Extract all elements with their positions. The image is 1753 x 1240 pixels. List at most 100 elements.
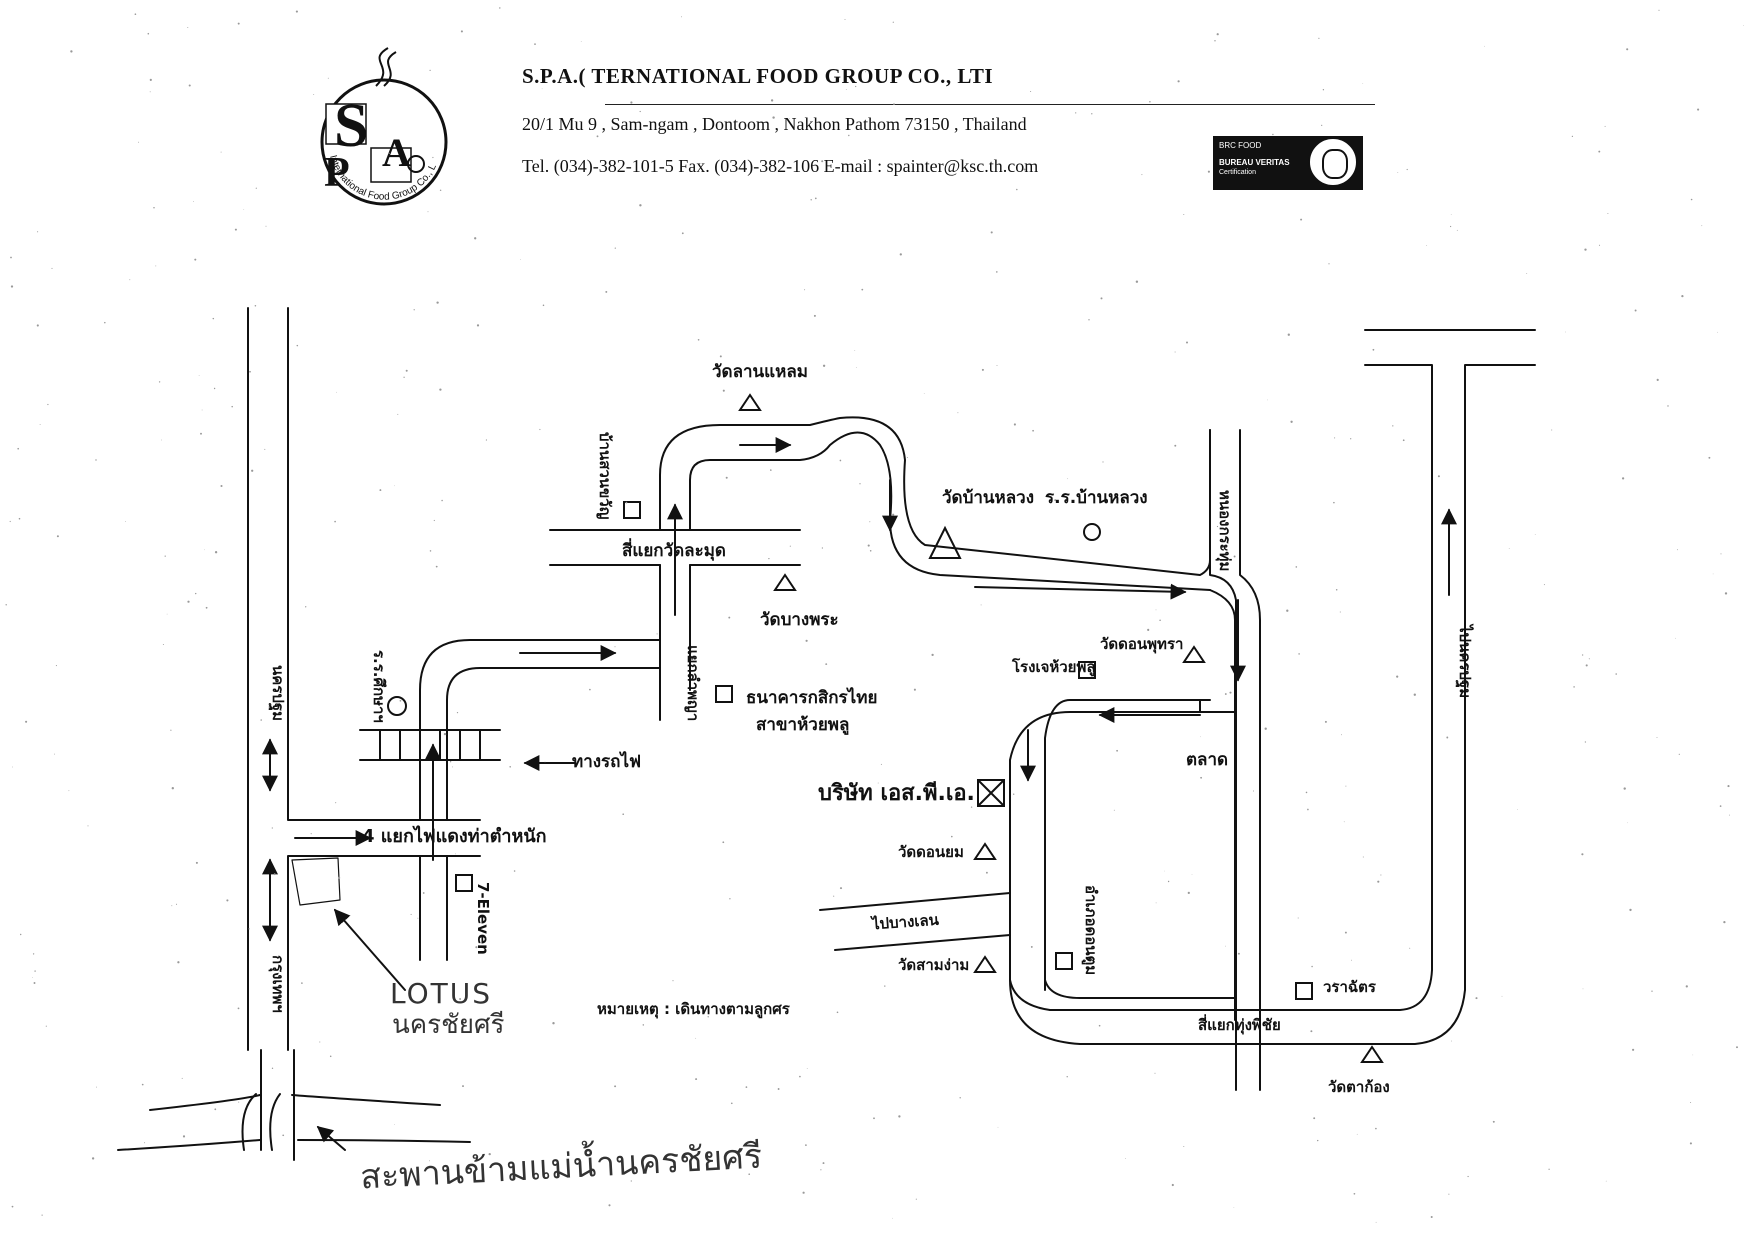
temple-icon bbox=[738, 393, 762, 411]
speckle bbox=[681, 232, 684, 235]
speckle bbox=[248, 928, 250, 930]
speckle bbox=[1681, 294, 1684, 298]
speckle bbox=[1300, 218, 1303, 221]
speckle bbox=[770, 99, 774, 102]
speckle bbox=[1030, 945, 1033, 948]
speckle bbox=[175, 903, 178, 905]
speckle bbox=[476, 324, 480, 327]
speckle bbox=[1692, 1054, 1694, 1056]
speckle bbox=[51, 267, 53, 269]
speckle bbox=[1174, 444, 1177, 447]
speckle bbox=[32, 953, 35, 955]
speckle bbox=[1584, 248, 1587, 251]
speckle bbox=[1615, 673, 1617, 675]
speckle bbox=[170, 729, 172, 731]
speckle bbox=[271, 1067, 274, 1069]
speckle bbox=[296, 344, 299, 347]
speckle bbox=[745, 1086, 748, 1088]
speckle bbox=[1623, 787, 1626, 790]
speckle bbox=[1450, 214, 1452, 215]
speckle bbox=[394, 485, 395, 487]
speckle bbox=[1200, 776, 1203, 779]
speckle bbox=[1585, 664, 1588, 667]
speckle bbox=[1484, 45, 1485, 47]
speckle bbox=[1272, 133, 1274, 136]
speckle bbox=[181, 1077, 183, 1079]
speckle bbox=[845, 88, 847, 90]
speckle bbox=[417, 917, 419, 919]
speckle bbox=[238, 1101, 240, 1103]
speckle bbox=[204, 549, 206, 551]
speckle bbox=[804, 289, 806, 291]
speckle bbox=[295, 10, 298, 13]
speckle bbox=[187, 600, 190, 603]
speckle bbox=[656, 633, 658, 635]
speckle bbox=[388, 152, 390, 154]
speckle bbox=[226, 899, 229, 902]
speckle bbox=[39, 423, 41, 425]
speckle bbox=[205, 606, 208, 609]
road-to-bang-len bbox=[819, 892, 1011, 951]
speckle bbox=[462, 1085, 464, 1088]
speckle bbox=[1333, 501, 1335, 504]
speckle bbox=[265, 225, 267, 227]
speckle bbox=[542, 304, 545, 307]
speckle bbox=[552, 1022, 555, 1025]
speckle bbox=[427, 211, 429, 213]
speckle bbox=[95, 459, 97, 461]
cert-line1: BRC FOOD bbox=[1219, 141, 1262, 150]
temple-icon bbox=[773, 573, 797, 591]
label-wat-tha-kong: วัดตาก้อง bbox=[1328, 1078, 1390, 1096]
speckle bbox=[187, 27, 189, 28]
label-yaek-lamphaya: แยกลำพญา bbox=[684, 645, 702, 722]
label-wat-don-phutsa: วัดดอนพุทรา bbox=[1100, 635, 1184, 653]
speckle bbox=[1701, 225, 1703, 227]
speckle bbox=[1237, 952, 1240, 955]
speckle bbox=[1233, 555, 1236, 558]
speckle bbox=[1266, 399, 1268, 401]
speckle bbox=[839, 887, 843, 890]
speckle bbox=[814, 197, 817, 200]
speckle bbox=[923, 393, 925, 395]
speckle bbox=[214, 1108, 217, 1111]
speckle bbox=[839, 459, 842, 462]
speckle bbox=[104, 321, 106, 324]
speckle bbox=[1295, 566, 1298, 568]
railway bbox=[359, 729, 501, 761]
speckle bbox=[821, 547, 824, 549]
speckle bbox=[1446, 736, 1449, 739]
speckle bbox=[1719, 805, 1722, 807]
speckle bbox=[891, 1217, 893, 1219]
speckle bbox=[509, 766, 511, 768]
speckle bbox=[990, 231, 993, 234]
speckle bbox=[931, 653, 934, 657]
speckle bbox=[1658, 9, 1660, 11]
speckle bbox=[1116, 749, 1118, 752]
speckle bbox=[810, 199, 812, 201]
speckle bbox=[1333, 982, 1336, 985]
speckle bbox=[719, 355, 722, 358]
temple-icon bbox=[973, 955, 997, 973]
label-wat-ban-luang: วัดบ้านหลวง bbox=[942, 488, 1035, 508]
label-nong-krathum: หนองกระทุ่ม bbox=[1216, 490, 1234, 572]
speckle bbox=[639, 110, 641, 113]
speckle bbox=[319, 1041, 321, 1043]
label-krungthep: กรุงเทพฯ bbox=[269, 955, 287, 1013]
speckle bbox=[1451, 1040, 1452, 1042]
speckle bbox=[254, 304, 257, 307]
speckle bbox=[1264, 727, 1267, 730]
speckle bbox=[859, 483, 861, 485]
speckle bbox=[25, 720, 28, 723]
speckle bbox=[869, 521, 871, 523]
cert-line2: BUREAU VERITAS bbox=[1219, 158, 1290, 167]
building-icon bbox=[715, 685, 733, 703]
speckle bbox=[770, 469, 772, 471]
speckle bbox=[1225, 945, 1226, 947]
speckle bbox=[1183, 214, 1185, 215]
speckle bbox=[1171, 1183, 1174, 1187]
company-location-icon bbox=[977, 779, 1005, 807]
speckle bbox=[1200, 736, 1202, 738]
speckle bbox=[970, 806, 973, 808]
speckle bbox=[1159, 619, 1161, 622]
